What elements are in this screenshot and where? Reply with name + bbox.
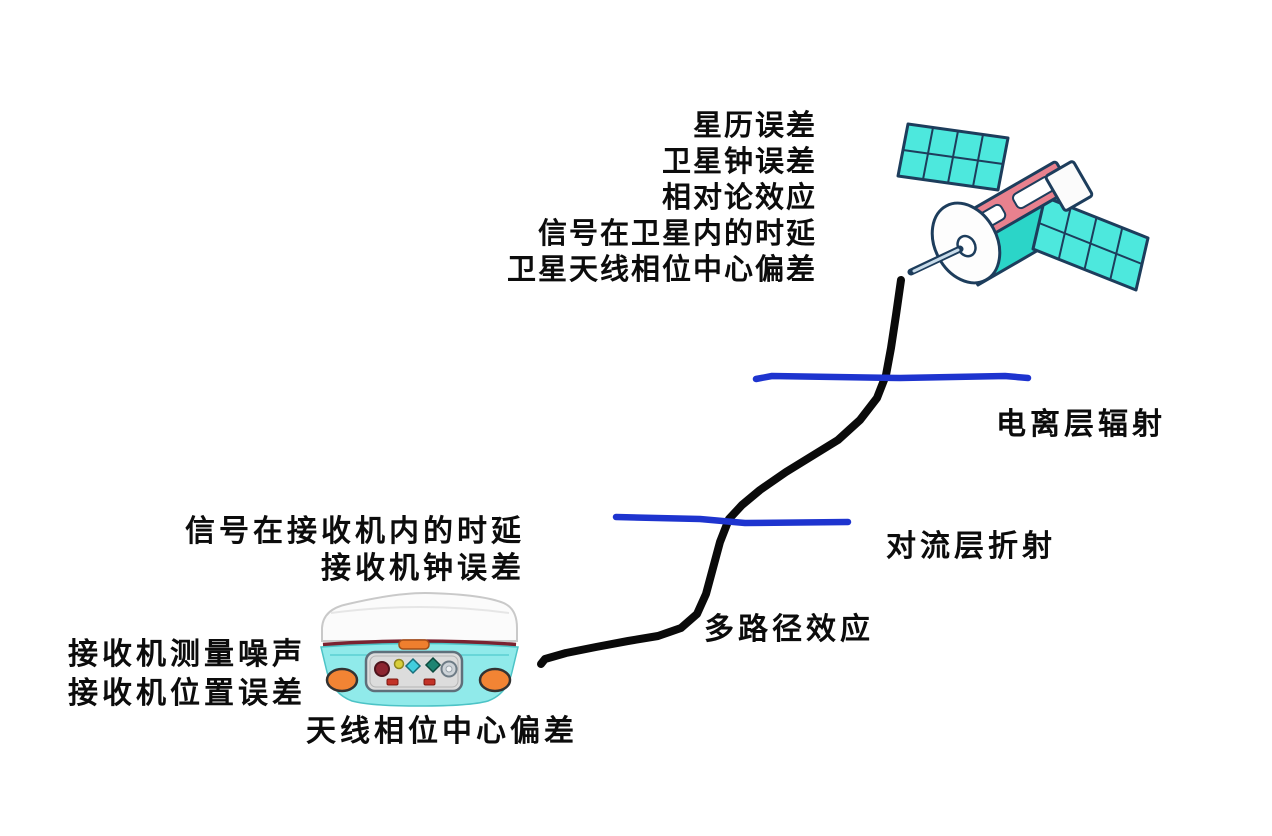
satellite-error-line: 卫星天线相位中心偏差 [506, 254, 817, 286]
satellite-error-list: 星历误差 卫星钟误差 相对论效应 信号在卫星内的时延 卫星天线相位中心偏差 [507, 108, 817, 288]
satellite-error-line: 相对论效应 [661, 182, 817, 214]
receiver-control-panel-inner [369, 655, 459, 688]
satellite-equipment-box [1044, 160, 1094, 212]
satellite-error-line: 星历误差 [692, 110, 817, 142]
satellite-left-panel-grid [902, 127, 1004, 187]
receiver-dome-seam [330, 606, 510, 614]
satellite-icon [896, 122, 1150, 292]
receiver-status-led [393, 658, 405, 670]
receiver-red-indicator [386, 678, 399, 686]
receiver-delay-list: 信号在接收机内的时延 接收机钟误差 [185, 513, 525, 587]
receiver-red-indicator [423, 678, 436, 686]
receiver-noise-list: 接收机测量噪声 接收机位置误差 [68, 635, 306, 713]
receiver-noise-line: 接收机测量噪声 [68, 638, 306, 671]
satellite-error-line: 信号在卫星内的时延 [537, 218, 817, 250]
troposphere-label: 对流层折射 [886, 530, 1056, 563]
multipath-label: 多路径效应 [704, 613, 874, 646]
gnss-receiver-icon [320, 591, 519, 707]
signal-path-line [537, 276, 905, 668]
receiver-orange-tab [398, 639, 430, 650]
receiver-delay-line: 信号在接收机内的时延 [185, 515, 525, 548]
receiver-left-foot [325, 667, 359, 693]
satellite-antenna-rod-highlight [912, 248, 960, 273]
receiver-right-foot [478, 667, 512, 693]
satellite-right-panel-grid [1038, 207, 1143, 280]
receiver-function-button-center [445, 665, 453, 673]
ionosphere-label: 电离层辐射 [996, 408, 1166, 441]
receiver-delay-line: 接收机钟误差 [321, 552, 525, 585]
receiver-diamond-indicator-cyan [404, 657, 422, 675]
troposphere-line [612, 513, 852, 527]
antenna-phase-label: 天线相位中心偏差 [306, 715, 578, 748]
receiver-diamond-indicator-green [424, 656, 442, 674]
receiver-dome [321, 591, 518, 642]
receiver-power-button [374, 661, 390, 677]
satellite-error-line: 卫星钟误差 [661, 146, 817, 178]
receiver-noise-line: 接收机位置误差 [68, 677, 306, 710]
ionosphere-line [752, 372, 1032, 383]
